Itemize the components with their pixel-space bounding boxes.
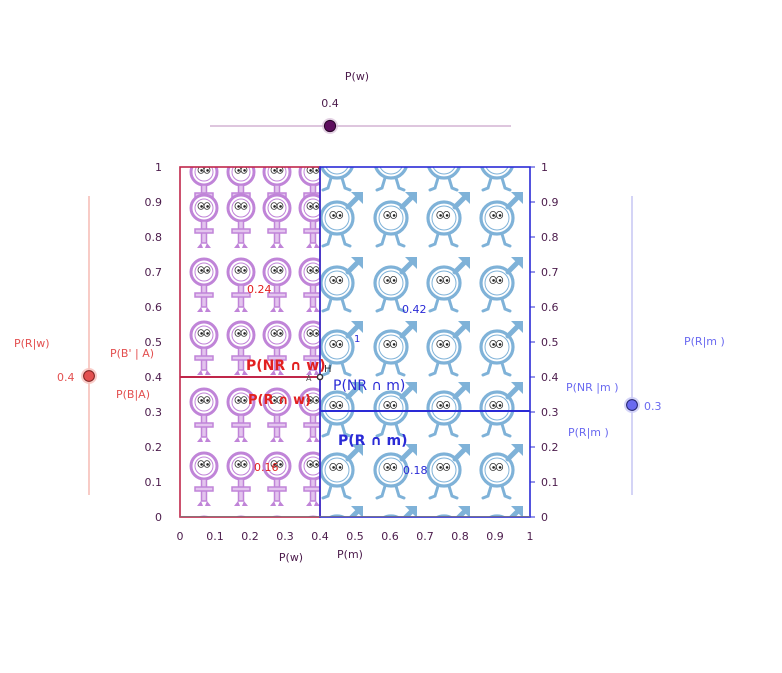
bottom-tick-label: 0.3 (276, 530, 294, 543)
point-h-label: H (324, 364, 332, 375)
right-tick-label: 0.2 (541, 441, 559, 454)
left-slider-title: P(R|w) (14, 337, 50, 350)
female-symbol-icon (298, 515, 320, 517)
right-axis-ticks: 0 0.1 0.2 0.3 0.4 0.5 0.6 0.7 0.8 0.9 1 (530, 161, 559, 524)
point-a-label: A (306, 374, 312, 383)
conditional-lower-men: P(R|m ) (568, 426, 609, 439)
female-symbol-icon (226, 515, 256, 517)
right-slider-title: P(R|m ) (684, 335, 725, 348)
right-tick-label: 1 (541, 161, 548, 174)
left-tick-label: 1 (155, 161, 162, 174)
region-label-r-w: P(R ∩ w) (248, 393, 311, 408)
female-symbol-icon (262, 193, 292, 250)
bottom-tick-label: 0.1 (206, 530, 224, 543)
male-symbol-icon (321, 136, 363, 190)
region-value-r-m: 0.18 (403, 464, 428, 477)
top-slider-knob[interactable] (323, 119, 337, 133)
right-tick-label: 0.5 (541, 336, 559, 349)
region-value-nr-m: 0.42 (402, 303, 427, 316)
left-slider-value: 0.4 (57, 371, 75, 384)
male-symbol-icon (481, 444, 523, 498)
male-symbol-icon (428, 382, 470, 436)
male-symbol-icon (428, 192, 470, 246)
right-tick-label: 0.3 (541, 406, 559, 419)
conditional-lower-women: P(B|A) (116, 388, 150, 401)
region-value-r-w: 0.16 (254, 461, 279, 474)
conditional-upper-men: P(NR |m ) (566, 381, 619, 394)
male-symbol-icon (428, 444, 470, 498)
female-symbol-icon (189, 387, 219, 444)
region-value-nr-w: 0.24 (247, 283, 272, 296)
male-symbol-icon (375, 321, 417, 375)
bottom-tick-label: 0.2 (241, 530, 259, 543)
male-symbol-icon (375, 192, 417, 246)
female-symbol-icon (226, 451, 256, 508)
bottom-tick-label: 0.4 (311, 530, 329, 543)
female-symbol-icon (226, 193, 256, 250)
right-tick-label: 0.8 (541, 231, 559, 244)
region-label-r-m: P(R ∩ m) (338, 433, 408, 449)
male-symbol-icon (481, 321, 523, 375)
bottom-tick-label: 0.5 (346, 530, 364, 543)
male-symbol-icon (481, 257, 523, 311)
right-tick-label: 0.7 (541, 266, 559, 279)
female-symbol-icon (189, 320, 219, 377)
bottom-label-men: P(m) (337, 548, 363, 561)
left-tick-label: 0.4 (145, 371, 163, 384)
left-slider-knob[interactable] (83, 370, 95, 382)
top-slider-title: P(w) (345, 70, 369, 83)
left-tick-label: 0 (155, 511, 162, 524)
male-symbol-icon (321, 257, 363, 311)
label-one: 1 (354, 334, 360, 345)
left-tick-label: 0.5 (145, 336, 163, 349)
male-symbol-icon (481, 382, 523, 436)
male-symbol-icon (321, 444, 363, 498)
region-label-nr-m: P(NR ∩ m) (333, 378, 405, 394)
bottom-tick-label: 0.6 (381, 530, 399, 543)
right-tick-label: 0.6 (541, 301, 559, 314)
male-symbol-icon (481, 192, 523, 246)
left-tick-label: 0.6 (145, 301, 163, 314)
left-tick-label: 0.9 (145, 196, 163, 209)
right-tick-label: 0.4 (541, 371, 559, 384)
left-axis-ticks: 0 0.1 0.2 0.3 0.4 0.5 0.6 0.7 0.8 0.9 1 (145, 161, 163, 524)
point-h[interactable] (316, 373, 324, 381)
left-tick-label: 0.1 (145, 476, 163, 489)
bottom-axis-ticks: 0 0.1 0.2 0.3 0.4 0.5 0.6 0.7 0.8 0.9 1 (177, 530, 534, 543)
female-symbol-icon (189, 515, 219, 517)
top-slider-value: 0.4 (321, 97, 339, 110)
region-label-nr-w: P(NR ∩ w) (246, 358, 326, 374)
right-slider-value: 0.3 (644, 400, 662, 413)
bottom-tick-label: 0.7 (416, 530, 434, 543)
right-tick-label: 0.1 (541, 476, 559, 489)
bottom-tick-label: 0 (177, 530, 184, 543)
female-symbol-icon (189, 257, 219, 314)
conditional-upper-women: P(B' | A) (110, 347, 154, 360)
male-symbol-icon (321, 192, 363, 246)
left-tick-label: 0.3 (145, 406, 163, 419)
male-symbol-icon (481, 136, 523, 190)
bottom-tick-label: 1 (527, 530, 534, 543)
left-tick-label: 0.2 (145, 441, 163, 454)
bottom-label-women: P(w) (279, 551, 303, 564)
left-tick-label: 0.7 (145, 266, 163, 279)
bottom-tick-label: 0.9 (486, 530, 504, 543)
left-tick-label: 0.8 (145, 231, 163, 244)
female-symbol-icon (189, 451, 219, 508)
male-symbol-icon (428, 321, 470, 375)
right-tick-label: 0.9 (541, 196, 559, 209)
male-symbol-icon (375, 136, 417, 190)
bottom-tick-label: 0.8 (451, 530, 469, 543)
male-symbol-icon (428, 257, 470, 311)
right-tick-label: 0 (541, 511, 548, 524)
female-symbol-icon (189, 193, 219, 250)
male-symbol-pattern (321, 136, 523, 560)
male-symbol-icon (428, 136, 470, 190)
right-slider-knob[interactable] (626, 399, 638, 411)
